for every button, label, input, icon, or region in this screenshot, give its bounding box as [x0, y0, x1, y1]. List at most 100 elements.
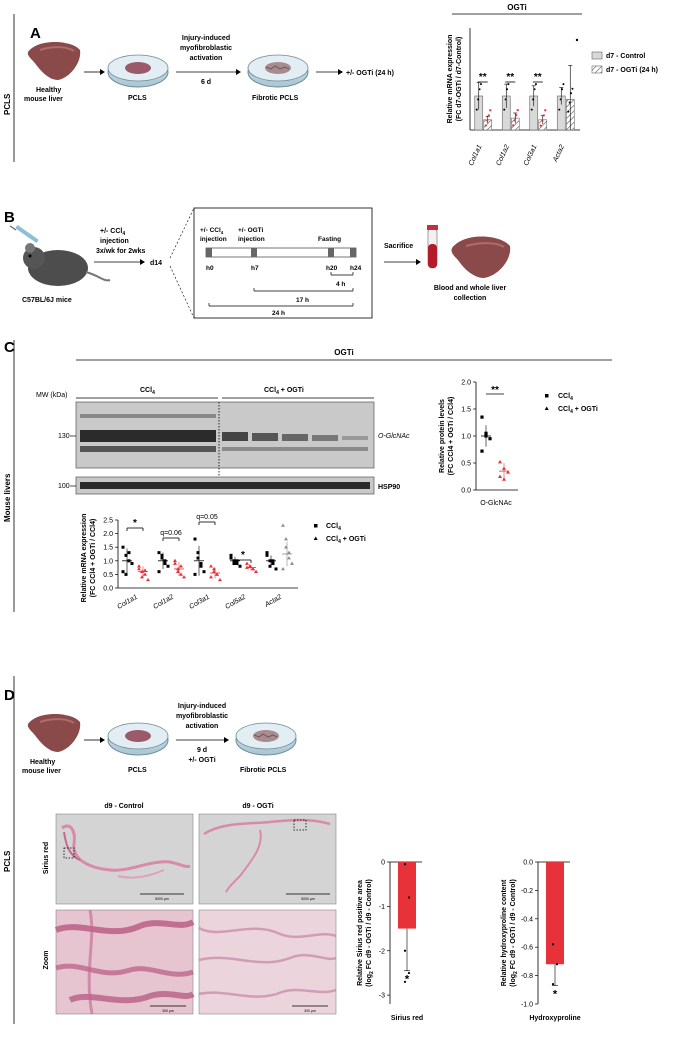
y-axis-label-2: (log2 FC d9 - OGTi / d9 - Control)	[510, 879, 519, 987]
y-tick-label: 2.0	[103, 531, 113, 538]
data-point-ccl4-ogti	[281, 566, 285, 571]
activation-text-a3: activation	[190, 55, 223, 62]
sig-marker: *	[241, 550, 245, 561]
data-point-ccl4	[127, 551, 131, 555]
x-tick-label: O-GlcNAc	[480, 500, 512, 507]
pcls-dish-d	[107, 722, 169, 756]
y-tick-label: -0.6	[521, 945, 533, 952]
scale-bar-5000-b: 5000 µm	[301, 897, 315, 901]
activation-text-d1: Injury-induced	[178, 703, 226, 710]
legend-label: CCl4 + OGTi	[558, 406, 598, 415]
data-point	[561, 88, 564, 91]
data-point-ccl4	[274, 567, 278, 571]
data-point-ccl4	[238, 564, 242, 568]
data-point-ccl4-ogti	[284, 537, 288, 541]
data-point	[551, 983, 555, 986]
data-point	[516, 109, 519, 112]
arrow-a1-head	[100, 69, 105, 75]
panel-c: C Mouse livers OGTi MW (kDa) CCl4 CCl4 +…	[3, 339, 612, 612]
arrow-d2-head	[224, 737, 229, 743]
x-tick-label: Acta2	[263, 594, 283, 610]
data-point-ccl4-ogti	[182, 575, 186, 579]
data-point-ccl4	[166, 564, 170, 568]
tl-h20: h20	[326, 265, 338, 272]
data-point-ccl4	[160, 553, 164, 557]
liver-illustration-d	[27, 714, 81, 752]
data-point	[507, 83, 510, 86]
data-point-ccl4	[265, 551, 269, 555]
panel-letter-a: A	[30, 25, 41, 42]
data-point	[513, 119, 516, 122]
data-point	[534, 83, 537, 86]
data-point-ccl4	[271, 562, 275, 566]
x-tick-label: Col3a1	[523, 144, 539, 167]
data-point	[407, 896, 411, 899]
data-point-ccl4	[488, 437, 492, 441]
row-label-sirius: Sirius red	[43, 842, 50, 874]
x-tick-label: Col1a2	[495, 144, 511, 167]
healthy-label-a2: mouse liver	[24, 96, 63, 103]
data-point-ccl4	[232, 562, 236, 566]
x-tick-label: Sirius red	[391, 1015, 423, 1022]
tl-h7: h7	[251, 265, 259, 272]
mouse-label: C57BL/6J mice	[22, 297, 72, 304]
tl-ccl4-label-2: injection	[200, 236, 227, 243]
mw-100: 100	[58, 483, 70, 490]
data-point	[487, 114, 490, 117]
data-point	[512, 124, 515, 127]
data-point-ccl4	[268, 564, 272, 568]
data-point-ccl4	[157, 551, 161, 555]
y-tick-label: -0.2	[521, 888, 533, 895]
data-point	[559, 98, 562, 101]
y-axis-label: Relative mRNA expression	[447, 35, 454, 124]
activation-text-a1: Injury-induced	[182, 35, 230, 42]
data-point	[533, 88, 536, 91]
y-tick-label: 0.5	[461, 461, 471, 468]
sig-marker: q=0.05	[196, 514, 218, 521]
ogti-header-a: OGTi	[507, 3, 526, 12]
data-point-ccl4-ogti	[179, 572, 183, 576]
fibrotic-label-d: Fibrotic PCLS	[240, 767, 287, 774]
y-tick-label: -1.0	[521, 1002, 533, 1009]
x-tick-label: Acta2	[552, 144, 566, 164]
data-point-ccl4-ogti	[140, 575, 144, 579]
y-axis-label: Relative Sirius red positive area	[357, 880, 364, 986]
tl-mark-h24	[350, 248, 356, 257]
bar-ogti	[398, 862, 416, 929]
data-point-ccl4-ogti	[146, 577, 150, 582]
data-point-ccl4	[480, 449, 484, 453]
legend-marker	[545, 394, 549, 398]
blot-band-hsp90	[80, 482, 370, 489]
arrow-d1-head	[100, 737, 105, 743]
treatment-label-a: +/- OGTi (24 h)	[346, 70, 394, 77]
data-point	[570, 92, 573, 95]
data-point	[503, 108, 506, 111]
panel-letter-d: D	[4, 687, 15, 704]
data-point-ccl4	[160, 556, 164, 560]
data-point-ccl4-ogti	[179, 564, 183, 568]
data-point-ccl4	[121, 545, 125, 549]
tl-fasting-label: Fasting	[318, 236, 341, 243]
injection-text-2: injection	[100, 238, 129, 245]
scale-bar-300-b: 300 µm	[304, 1009, 316, 1013]
data-point	[403, 980, 407, 983]
data-point	[479, 83, 482, 86]
data-point-ccl4	[229, 556, 233, 560]
legend-swatch	[591, 51, 603, 60]
tl-mark-h7	[251, 248, 257, 257]
legend-label: CCl4	[558, 393, 573, 402]
y-tick-label: 1.5	[461, 407, 471, 414]
x-tick-label: Col1a1	[468, 144, 484, 167]
zoom-line-bottom	[169, 265, 195, 319]
data-point-ccl4-ogti	[281, 523, 285, 527]
zoom-line-top	[169, 207, 195, 259]
x-tick-label: Hydroxyproline	[529, 1015, 580, 1022]
pcls-label-a: PCLS	[128, 95, 147, 102]
data-point-ccl4-ogti	[287, 556, 291, 560]
group-label-ccl4-ogti: CCl4 + OGTi	[264, 387, 304, 396]
sirius-zoom-control	[54, 909, 195, 1015]
pcls-label-d: PCLS	[128, 767, 147, 774]
activation-text-d3: activation	[186, 723, 219, 730]
data-point	[571, 87, 574, 90]
sig-marker: *	[405, 974, 410, 986]
